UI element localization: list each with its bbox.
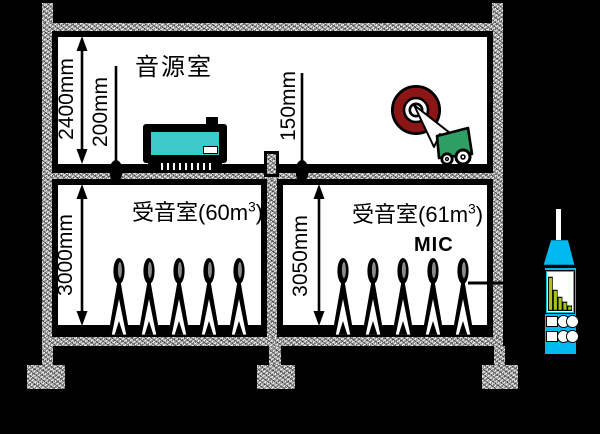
foundation-stem-middle [269, 346, 281, 365]
footing-right [482, 365, 518, 389]
microphone-icon [422, 258, 444, 336]
arrow-2400mm [76, 36, 88, 164]
bottom-slab [42, 337, 503, 346]
meter-button-round-2 [566, 315, 579, 328]
meter-bar-graph [547, 272, 573, 312]
bar-graph-bar [549, 277, 553, 310]
foundation-stem-right [494, 346, 505, 365]
arrow-3050mm [313, 184, 325, 326]
label-mic: MIC [414, 234, 454, 256]
speaker-knob [206, 117, 218, 125]
bar-graph-bar [553, 290, 557, 310]
meter-display-screen [546, 271, 574, 313]
microphone-icon [332, 258, 354, 336]
speaker-vents [148, 163, 222, 170]
outer-wall-right [492, 3, 503, 346]
microphone-row-right [332, 258, 474, 336]
impact-machine-icon [391, 85, 474, 166]
ceiling-slab [42, 23, 503, 32]
speaker-badge [203, 146, 218, 154]
microphone-icon [362, 258, 384, 336]
footing-left [27, 365, 65, 389]
microphone-icon [392, 258, 414, 336]
arrow-3000mm [76, 184, 88, 326]
microphone-icon [228, 258, 250, 336]
meter-mic-rod [556, 209, 561, 240]
microphone-icon [108, 258, 130, 336]
probe-200mm [109, 66, 123, 182]
microphone-icon [168, 258, 190, 336]
meter-button-round-4 [566, 330, 579, 343]
partition-wall-top-stub [264, 151, 279, 177]
label-receiving-room-left: 受音室(60m3) [132, 199, 264, 225]
middle-partition-wall [266, 179, 278, 337]
footing-middle [257, 365, 295, 389]
microphone-icon [198, 258, 220, 336]
microphone-icon [138, 258, 160, 336]
loudspeaker-box-icon [143, 117, 227, 170]
meter-display [545, 270, 575, 314]
bar-graph-bar [563, 302, 567, 310]
outer-wall-left [42, 3, 53, 346]
bar-graph-bar [558, 297, 562, 310]
microphone-icon [452, 258, 474, 336]
bar-graph-bar [568, 306, 572, 310]
meter-mic-cone [540, 237, 578, 268]
label-receiving-room-right: 受音室(61m3) [352, 201, 484, 227]
foundation-stem-left [42, 346, 53, 365]
probe-150mm [295, 73, 309, 182]
label-source-room: 音源室 [135, 54, 213, 81]
microphone-row-left [108, 258, 250, 336]
